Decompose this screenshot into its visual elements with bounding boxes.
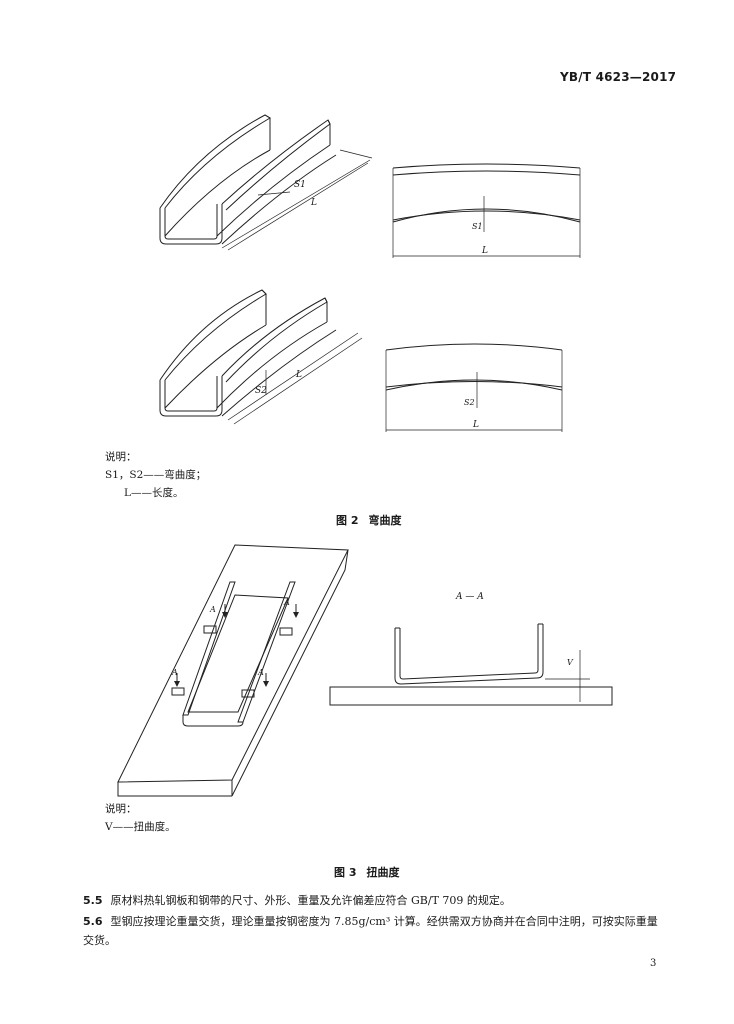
figure-2-number: 图 2	[336, 514, 359, 527]
clause-text: 型钢应按理论重量交货，理论重量按钢密度为 7.85g/cm³ 计算。经供需双方协…	[83, 915, 658, 947]
section-view	[329, 623, 613, 706]
figure-3-caption: 图 3 扭曲度	[334, 864, 399, 880]
plate-with-channel	[117, 544, 349, 797]
section-mark-a-2: A	[284, 598, 290, 607]
figure-3-title: 扭曲度	[366, 866, 400, 879]
label-s2-perspective: S2	[255, 386, 267, 396]
clause-number: 5.5	[83, 894, 103, 907]
figure-2-caption: 图 2 弯曲度	[336, 512, 401, 528]
legend-title-3: 说明：	[105, 803, 137, 815]
label-l-profile-1: L	[482, 246, 488, 256]
figure-3-drawing	[117, 544, 613, 797]
figure-2-legend: 说明： S1，S2——弯曲度； L——长度。	[105, 448, 206, 502]
section-mark-a-1: A	[210, 605, 216, 614]
figure-3-number: 图 3	[334, 866, 357, 879]
figure-2-title: 弯曲度	[368, 514, 402, 527]
clause-5-5: 5.5 原材料热轧钢板和钢带的尺寸、外形、重量及允许偏差应符合 GB/T 709 …	[83, 891, 663, 910]
figure-2-drawing	[159, 114, 581, 432]
label-s2-profile: S2	[464, 398, 475, 407]
label-s1-profile: S1	[472, 222, 483, 231]
clause-number: 5.6	[83, 915, 103, 928]
section-mark-a-4: A	[258, 668, 264, 677]
channel-perspective-1	[159, 114, 373, 251]
legend-title: 说明：	[105, 451, 137, 463]
section-label: A — A	[456, 592, 484, 602]
channel-profile-2	[385, 343, 563, 432]
label-v: V	[567, 658, 573, 667]
section-mark-a-3: A	[172, 668, 178, 677]
label-l-perspective-2: L	[296, 370, 302, 380]
legend-item-l: L——长度。	[124, 487, 184, 499]
label-l-profile-2: L	[473, 420, 479, 430]
figure-3-legend: 说明： V——扭曲度。	[105, 800, 176, 836]
clause-text: 原材料热轧钢板和钢带的尺寸、外形、重量及允许偏差应符合 GB/T 709 的规定…	[110, 894, 511, 907]
arrow-heads	[174, 612, 299, 687]
label-l-perspective-1: L	[311, 198, 317, 208]
legend-item-v: V——扭曲度。	[105, 821, 176, 833]
label-s1-perspective: S1	[294, 180, 306, 190]
standard-code: YB/T 4623—2017	[560, 70, 677, 84]
channel-profile-1	[392, 163, 581, 258]
channel-perspective-2	[159, 289, 363, 425]
legend-item-s: S1，S2——弯曲度；	[105, 469, 207, 481]
page-number: 3	[650, 958, 657, 969]
